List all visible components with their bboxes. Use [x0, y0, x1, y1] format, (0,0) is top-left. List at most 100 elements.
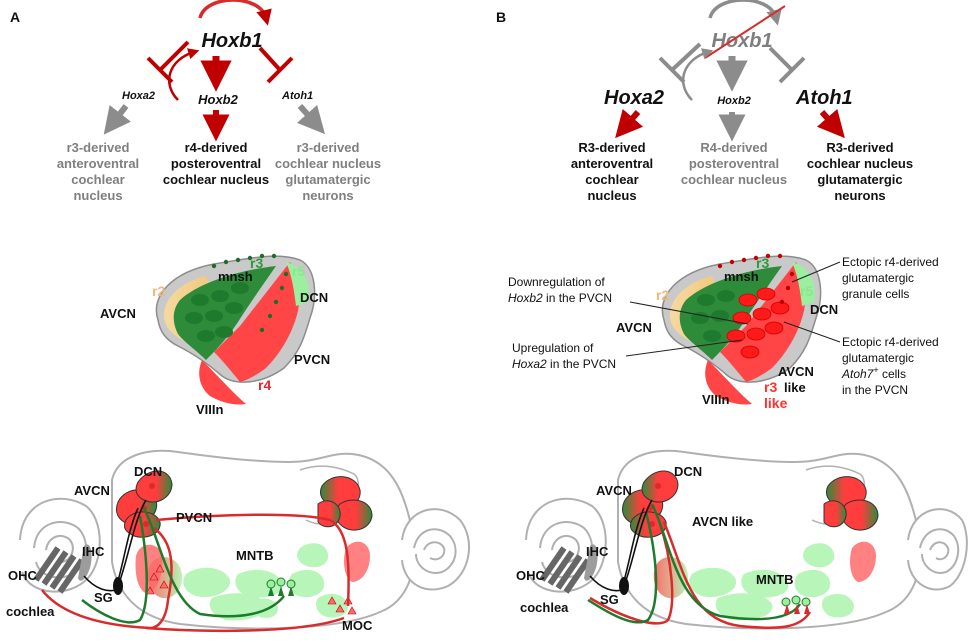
- brain-sg-label: SG: [94, 590, 113, 605]
- r3-like-label-1: r3: [764, 379, 777, 395]
- red-tract-crossing: [155, 513, 350, 607]
- r2-label-b: r2: [656, 287, 669, 303]
- r2-label: r2: [152, 283, 165, 299]
- avcn-fate-text: r3-derived anteroventral cochlear nucleu…: [57, 140, 139, 203]
- svg-text:R3-derived: R3-derived: [826, 140, 893, 155]
- green-tract-b-1: [587, 511, 658, 624]
- brain-ohc-label-b: OHC: [516, 568, 546, 583]
- brain-ihc-label-b: IHC: [586, 544, 609, 559]
- pvcn-red-region: [214, 262, 300, 382]
- mnsh-label-b: mnsh: [724, 269, 759, 284]
- brain-ihc-label: IHC: [82, 544, 105, 559]
- cochlear-nucleus-b: mnsh r3 r5 r2 AVCN DCN r3 like AVCN like…: [508, 253, 939, 411]
- glutamatergic-fate-text: r3-derived cochlear nucleus glutamatergi…: [275, 140, 381, 203]
- viiin-red-stalk: [199, 360, 246, 405]
- hoxa2-inhibition-arrow-b: [658, 42, 702, 84]
- svg-text:glutamatergic: glutamatergic: [285, 172, 370, 187]
- annotation-line: [783, 321, 841, 343]
- granule-dots: [211, 253, 289, 333]
- svg-text:Ectopic r4-derived: Ectopic r4-derived: [842, 255, 939, 269]
- moc-neurons: [145, 564, 357, 615]
- cochlea-right-b: [907, 508, 968, 591]
- svg-text:granule cells: granule cells: [842, 287, 909, 301]
- svg-text:glutamatergic: glutamatergic: [842, 271, 914, 285]
- avcn-cells-b: [691, 290, 735, 342]
- viiin-red-stalk-b: [705, 360, 752, 405]
- svg-text:r3-derived: r3-derived: [67, 140, 130, 155]
- annotation-ectopic-atoh7: Ectopic r4-derived glutamatergic Atoh7+ …: [783, 321, 939, 397]
- mnsh-label: mnsh: [218, 269, 253, 284]
- red-tract-moc-return: [145, 616, 345, 633]
- r5-label-b: r5: [800, 283, 813, 299]
- svg-text:r3-derived: r3-derived: [297, 140, 360, 155]
- svg-text:cochlear nucleus: cochlear nucleus: [807, 156, 913, 171]
- brain-avcn-label-b: AVCN: [596, 483, 632, 498]
- svg-text:nucleus: nucleus: [73, 188, 122, 203]
- svg-text:cochlear: cochlear: [585, 172, 638, 187]
- annotation-upregulation: Upregulation of Hoxa2 in the PVCN: [512, 339, 743, 371]
- svg-text:Ectopic r4-derived: Ectopic r4-derived: [842, 335, 939, 349]
- r5-territory: [286, 262, 309, 306]
- avcn-like-label-2: like: [784, 380, 806, 395]
- r3-like-label-2: like: [764, 395, 788, 411]
- atoh1-inhibition-arrow-b: [768, 46, 806, 84]
- brainstem-b: AVCN DCN AVCN like OHC IHC MNTB SG cochl…: [516, 449, 968, 630]
- annotation-downregulation: Downregulation of Hoxb2 in the PVCN: [508, 275, 749, 325]
- green-tract-to-mntb: [142, 507, 285, 618]
- atoh1-inhibition-arrow: [258, 46, 294, 84]
- svg-text:in the PVCN: in the PVCN: [842, 383, 908, 397]
- annotation-ectopic-granule: Ectopic r4-derived glutamatergic granule…: [791, 255, 939, 301]
- hoxb2-label-b: Hoxb2: [717, 95, 751, 107]
- hoxb2-feedback-arrow: [168, 48, 200, 101]
- pvcn-fate-text: r4-derived posteroventral cochlear nucle…: [163, 140, 269, 187]
- brain-sg-label-b: SG: [600, 592, 619, 607]
- svg-text:posteroventral: posteroventral: [689, 156, 779, 171]
- ohc-hair-cells-b: [539, 546, 591, 594]
- hoxb2-feedback-arrow-b: [682, 48, 714, 101]
- pvcn-fate-text-b: R4-derived posteroventral cochlear nucle…: [681, 140, 787, 187]
- hoxb1-label: Hoxb1: [201, 30, 262, 52]
- hoxb1-label-b: Hoxb1: [711, 30, 772, 52]
- svg-text:r4-derived: r4-derived: [185, 140, 248, 155]
- svg-text:Hoxb2 in the PVCN: Hoxb2 in the PVCN: [508, 291, 612, 305]
- annotation-line: [629, 301, 749, 325]
- svg-text:cochlear nucleus: cochlear nucleus: [275, 156, 381, 171]
- cochlear-nucleus-a: mnsh r3 r5 r2 AVCN DCN PVCN r4 VIIIn: [100, 253, 330, 417]
- atoh1-output-arrow-b: [816, 108, 845, 139]
- hoxa2-output-arrow: [103, 104, 131, 135]
- panel-a-letter: A: [10, 9, 20, 25]
- brain-avcn-label: AVCN: [74, 483, 110, 498]
- svg-text:cochlear: cochlear: [71, 172, 124, 187]
- granule-dots-b: [717, 253, 795, 305]
- r3-label: r3: [250, 255, 263, 271]
- ihc-hair-cell: [78, 544, 92, 581]
- hoxa2-label-b: Hoxa2: [604, 87, 664, 109]
- cochlea-right-a: [401, 508, 471, 591]
- auditory-nerve: [83, 499, 147, 592]
- brain-mntb-label-b: MNTB: [756, 572, 794, 587]
- lso-nucleus-right-b: [850, 541, 876, 582]
- brain-cochlea-label: cochlea: [6, 604, 55, 619]
- cn-right-b: [823, 476, 879, 531]
- ihc-hair-cell-b: [584, 544, 598, 581]
- green-terminals-b: [781, 595, 811, 614]
- avcn-label-b: AVCN: [616, 320, 652, 335]
- brain-dcn-label: DCN: [134, 464, 162, 479]
- svg-text:anteroventral: anteroventral: [571, 156, 653, 171]
- hoxb2-label: Hoxb2: [198, 92, 239, 107]
- svg-text:Upregulation of: Upregulation of: [512, 341, 594, 355]
- panel-b-gene-scheme: B Hoxb1 Hoxa2 Hoxb2 Atoh1 R3-derived ant…: [496, 0, 913, 203]
- brain-pvcn-label: PVCN: [176, 510, 212, 525]
- viiin-label: VIIIn: [196, 402, 224, 417]
- svg-text:posteroventral: posteroventral: [171, 156, 261, 171]
- avcn-label: AVCN: [100, 306, 136, 321]
- atoh1-label: Atoh1: [281, 90, 313, 102]
- hoxa2-inhibition-arrow: [146, 40, 190, 84]
- lso-nucleus-right: [344, 541, 370, 582]
- glutamatergic-fate-text-b: R3-derived cochlear nucleus glutamatergi…: [807, 140, 913, 203]
- hoxa2-output-arrow-b: [615, 108, 644, 139]
- green-tract-avcn: [81, 515, 149, 624]
- r3-label-b: r3: [756, 255, 769, 271]
- brain-ohc-label: OHC: [8, 568, 38, 583]
